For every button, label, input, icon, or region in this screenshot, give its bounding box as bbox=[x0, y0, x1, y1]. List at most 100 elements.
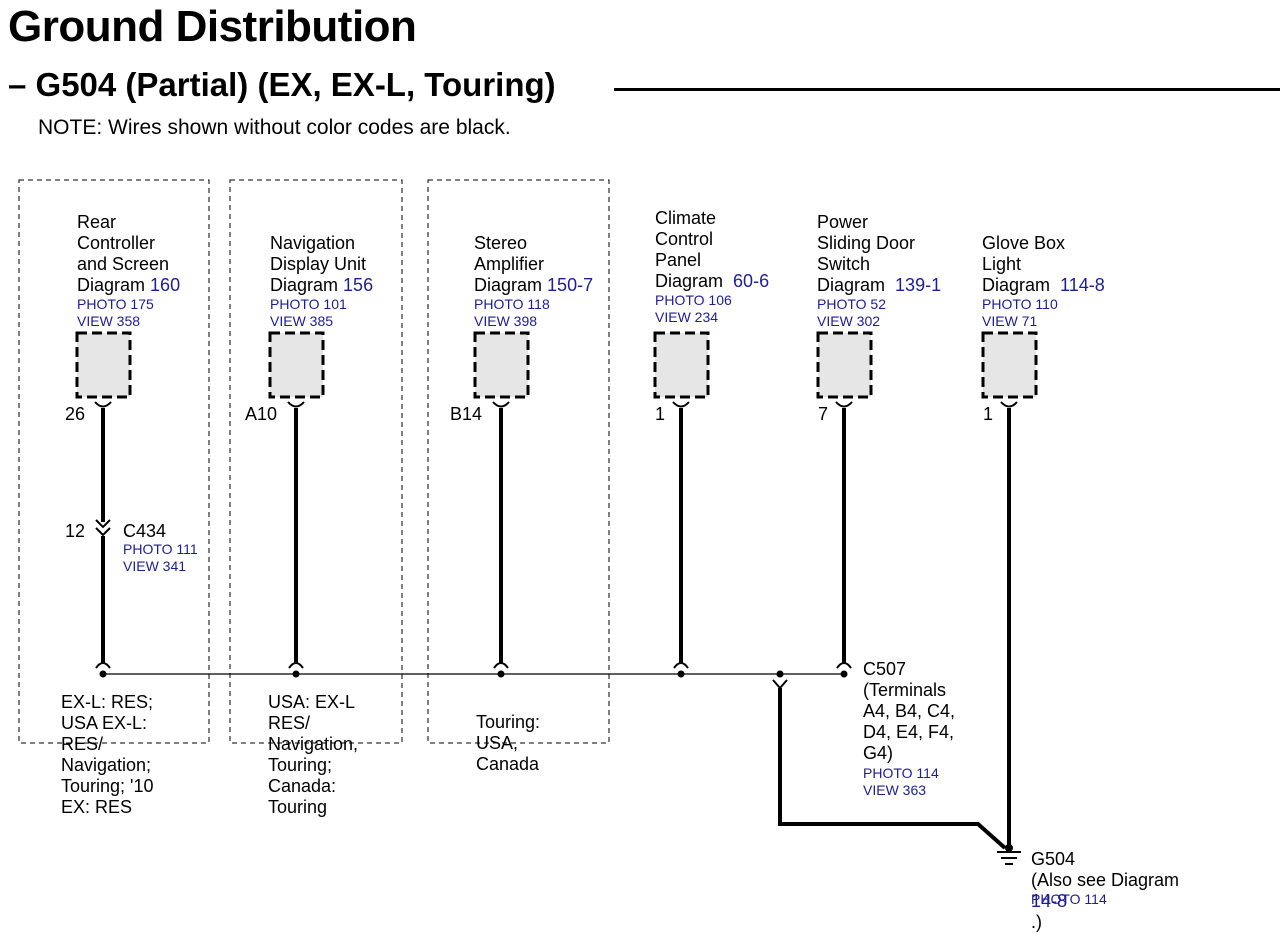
diagram-label: Diagram bbox=[655, 271, 724, 291]
option-line: Touring: bbox=[476, 712, 541, 732]
component-name-line: Sliding Door bbox=[817, 233, 916, 253]
diagram-link[interactable]: 156 bbox=[343, 275, 374, 295]
option-box-rear-controller bbox=[18, 179, 210, 744]
component-name-line: Climate bbox=[655, 208, 717, 228]
component-name-line: Glove Box bbox=[982, 233, 1066, 253]
diagram-link[interactable]: 150-7 bbox=[547, 275, 594, 295]
component-navigation-display: Navigation Display Unit Diagram 156 bbox=[270, 233, 373, 296]
component-rear-controller: Rear Controller and Screen Diagram 160 bbox=[77, 212, 180, 296]
diagram-label: Diagram bbox=[77, 275, 146, 295]
option-line: RES/ bbox=[268, 713, 311, 733]
diagram-label: Diagram bbox=[982, 275, 1051, 295]
diagram-link[interactable]: 114-8 bbox=[1060, 275, 1105, 295]
photo-ref[interactable]: PHOTO 52 bbox=[817, 296, 886, 312]
vertical-wires bbox=[101, 408, 1011, 848]
option-line: USA, bbox=[476, 733, 519, 753]
c434-pin-number: 12 bbox=[65, 521, 86, 541]
diagram-label: Diagram bbox=[474, 275, 543, 295]
component-name-line: Amplifier bbox=[474, 254, 545, 274]
c507-terminals-line: D4, E4, F4, bbox=[863, 722, 955, 742]
component-name-line: Power bbox=[817, 212, 869, 232]
component-name-line: Display Unit bbox=[270, 254, 367, 274]
component-glove-box-light: Glove Box Light Diagram 114-8 bbox=[982, 233, 1105, 296]
option-line: Touring bbox=[268, 797, 328, 817]
option-line: Navigation, bbox=[268, 734, 359, 754]
connector-box-navigation bbox=[268, 331, 325, 399]
option-line: USA: EX-L bbox=[268, 692, 356, 712]
bus-junction-dots bbox=[99, 670, 848, 678]
pin-number: B14 bbox=[450, 404, 483, 424]
option-label-stereo: Touring: USA, Canada bbox=[476, 712, 540, 775]
option-line: USA EX-L: bbox=[61, 713, 148, 733]
view-ref[interactable]: VIEW 71 bbox=[982, 313, 1038, 329]
ground-junction-dot bbox=[1005, 844, 1013, 852]
component-name-line: Controller bbox=[77, 233, 156, 253]
option-label-navigation: USA: EX-L RES/ Navigation, Touring; Cana… bbox=[268, 692, 358, 818]
diagram-label: Diagram bbox=[270, 275, 339, 295]
component-name-line: Control bbox=[655, 229, 714, 249]
component-power-sliding-door: Power Sliding Door Switch Diagram 139-1 bbox=[817, 212, 941, 296]
option-line: Canada bbox=[476, 754, 540, 774]
connector-box-stereo bbox=[473, 331, 530, 399]
component-stereo-amplifier: Stereo Amplifier Diagram 150-7 bbox=[474, 233, 593, 296]
component-name-line: and Screen bbox=[77, 254, 170, 274]
wire-color-note: NOTE: Wires shown without color codes ar… bbox=[38, 116, 511, 139]
component-name-line: Switch bbox=[817, 254, 871, 274]
diagram-link[interactable]: 139-1 bbox=[895, 275, 942, 295]
c507-terminals-line: (Terminals bbox=[863, 680, 947, 700]
view-ref[interactable]: VIEW 385 bbox=[270, 313, 334, 329]
option-label-rear-controller: EX-L: RES; USA EX-L: RES/ Navigation; To… bbox=[61, 692, 154, 818]
c507-photo-ref[interactable]: PHOTO 114 bbox=[863, 765, 939, 781]
page-title: Ground Distribution bbox=[8, 2, 417, 51]
photo-ref[interactable]: PHOTO 118 bbox=[474, 296, 550, 312]
option-line: EX: RES bbox=[61, 797, 133, 817]
c434-photo-ref[interactable]: PHOTO 111 bbox=[123, 541, 198, 557]
g504-photo-ref[interactable]: PHOTO 114 bbox=[1031, 891, 1107, 907]
c434-view-ref[interactable]: VIEW 341 bbox=[123, 558, 187, 574]
component-name-line: Stereo bbox=[474, 233, 528, 253]
view-ref[interactable]: VIEW 234 bbox=[655, 309, 719, 325]
component-name-line: Navigation bbox=[270, 233, 356, 253]
view-ref[interactable]: VIEW 302 bbox=[817, 313, 881, 329]
ground-symbol bbox=[997, 851, 1021, 865]
pin-number: 26 bbox=[65, 404, 86, 424]
diagram-link[interactable]: 60-6 bbox=[733, 271, 770, 291]
connector-box-rear-controller bbox=[75, 331, 132, 399]
photo-ref[interactable]: PHOTO 106 bbox=[655, 292, 732, 308]
pin-number: A10 bbox=[245, 404, 278, 424]
option-line: RES/ bbox=[61, 734, 104, 754]
component-name-line: Rear bbox=[77, 212, 117, 232]
g504-see-suffix: .) bbox=[1031, 912, 1042, 932]
connector-box-climate bbox=[653, 331, 710, 399]
option-line: Touring; '10 bbox=[61, 776, 154, 796]
g504-see-text: (Also see Diagram bbox=[1031, 870, 1180, 890]
pin-number: 7 bbox=[818, 404, 829, 424]
photo-ref[interactable]: PHOTO 175 bbox=[77, 296, 154, 312]
option-line: Touring; bbox=[268, 755, 333, 775]
c434-inline-connector bbox=[95, 519, 111, 537]
photo-ref[interactable]: PHOTO 110 bbox=[982, 296, 1058, 312]
photo-ref[interactable]: PHOTO 101 bbox=[270, 296, 347, 312]
c507-terminals-line: A4, B4, C4, bbox=[863, 701, 956, 721]
option-line: Navigation; bbox=[61, 755, 152, 775]
c507-connector-label: C507 (Terminals A4, B4, C4, D4, E4, F4, … bbox=[863, 659, 955, 764]
view-ref[interactable]: VIEW 358 bbox=[77, 313, 141, 329]
component-name-line: Panel bbox=[655, 250, 702, 270]
component-connectors bbox=[75, 331, 1038, 399]
option-box-navigation bbox=[229, 179, 403, 744]
wire-end-caps bbox=[95, 662, 852, 669]
g504-diagram-link[interactable]: 14-8 bbox=[1031, 891, 1068, 911]
component-name-line: Light bbox=[982, 254, 1022, 274]
diagram-label: Diagram bbox=[817, 275, 886, 295]
pin-number: 1 bbox=[655, 404, 666, 424]
option-line: Canada: bbox=[268, 776, 337, 796]
c507-terminals-line: G4) bbox=[863, 743, 894, 763]
section-subtitle: – G504 (Partial) (EX, EX-L, Touring) bbox=[8, 66, 556, 103]
option-line: EX-L: RES; bbox=[61, 692, 154, 712]
c507-view-ref[interactable]: VIEW 363 bbox=[863, 782, 927, 798]
branch-terminal bbox=[772, 679, 788, 690]
view-ref[interactable]: VIEW 398 bbox=[474, 313, 538, 329]
pin-terminals bbox=[94, 401, 1018, 408]
diagram-link[interactable]: 160 bbox=[150, 275, 181, 295]
